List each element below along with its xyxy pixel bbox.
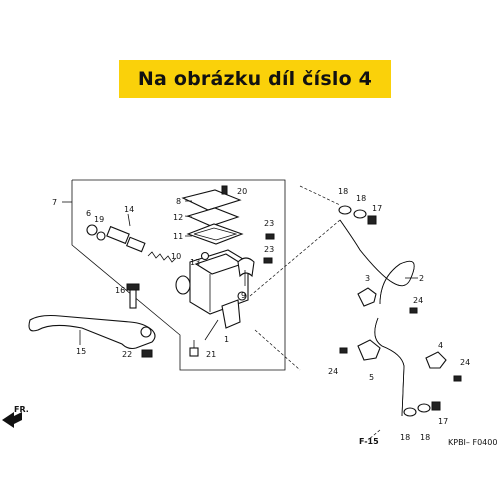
bolt-23a <box>265 233 275 240</box>
label-11: 11 <box>173 232 183 241</box>
screw-20 <box>221 185 228 195</box>
label-10: 10 <box>171 252 181 261</box>
bolt-24c <box>453 375 462 382</box>
washer-18a <box>338 205 352 215</box>
assembly-boundary <box>71 179 286 371</box>
ref-line-f15 <box>367 429 381 441</box>
diagram-code: KPBI– F0400 <box>448 438 497 447</box>
label-21: 21 <box>206 350 216 359</box>
part-number-banner: Na obrázku díl číslo 4 <box>119 60 391 98</box>
label-18d: 18 <box>420 433 430 442</box>
label-23a: 23 <box>264 219 274 228</box>
diaphragm <box>186 223 244 245</box>
diaphragm-plate <box>186 207 240 227</box>
banner-text: Na obrázku díl číslo 4 <box>137 68 373 90</box>
front-label: FR. <box>14 405 29 414</box>
hose-clamp-3 <box>357 287 377 307</box>
diaphragm-rim <box>193 227 238 241</box>
front-arrow-icon <box>2 412 22 428</box>
label-8: 8 <box>176 197 181 206</box>
lever-pivot <box>140 326 152 338</box>
pivot-bolt <box>129 287 137 309</box>
label-23b: 23 <box>264 245 274 254</box>
label-18c: 18 <box>400 433 410 442</box>
label-19: 19 <box>94 215 104 224</box>
label-18b: 18 <box>356 194 366 203</box>
brake-lever <box>28 314 156 350</box>
label-14: 14 <box>124 205 134 214</box>
washer-13 <box>200 251 210 261</box>
brake-hose-upper-inner <box>339 219 415 305</box>
brake-hose-lower <box>374 317 405 417</box>
washer-18b <box>353 209 367 219</box>
label-4: 4 <box>438 341 443 350</box>
lever-bracket <box>221 299 241 329</box>
bolt-24b <box>339 347 348 354</box>
label-24b: 24 <box>328 367 338 376</box>
label-1: 1 <box>224 335 229 344</box>
washer-18c <box>403 407 417 417</box>
nut-22 <box>141 349 153 358</box>
clip-19 <box>96 231 106 241</box>
boot-6 <box>86 224 98 236</box>
bolt-23b <box>263 257 273 264</box>
label-15: 15 <box>76 347 86 356</box>
reference-label: F-15 <box>359 437 379 446</box>
hose-port <box>237 291 247 301</box>
label-22: 22 <box>122 350 132 359</box>
stop-switch <box>189 347 199 357</box>
hose-clamp-5 <box>357 339 381 361</box>
front-direction-marker: FR. <box>2 405 29 428</box>
bolt-24a <box>409 307 418 314</box>
brake-hose-lower-inner <box>374 317 405 417</box>
handlebar-holder <box>237 257 255 278</box>
leader-14 <box>127 213 131 227</box>
label-12: 12 <box>173 213 183 222</box>
label-24c: 24 <box>460 358 470 367</box>
label-18a: 18 <box>338 187 348 196</box>
label-5: 5 <box>369 373 374 382</box>
leader-12 <box>184 215 193 218</box>
ref-line-c <box>254 329 301 371</box>
label-7: 7 <box>52 198 57 207</box>
leader-1 <box>204 319 219 341</box>
banjo-bolt-17b <box>431 401 441 411</box>
label-9: 9 <box>241 291 246 300</box>
brake-hose-upper <box>339 219 415 305</box>
washer-18d <box>417 403 431 413</box>
label-17a: 17 <box>372 204 382 213</box>
reservoir-cap <box>181 189 242 211</box>
label-2: 2 <box>419 274 424 283</box>
banjo-bolt-17a <box>367 215 377 225</box>
label-16: 16 <box>115 286 125 295</box>
label-3: 3 <box>365 274 370 283</box>
pivot-bolt-head <box>126 283 140 291</box>
hose-clamp-6 <box>425 351 447 369</box>
label-17b: 17 <box>438 417 448 426</box>
label-13: 13 <box>190 258 200 267</box>
label-24a: 24 <box>413 296 423 305</box>
piston-set <box>106 225 177 263</box>
label-6: 6 <box>86 209 91 218</box>
label-20: 20 <box>237 187 247 196</box>
cylinder-bore <box>175 275 191 295</box>
ref-line-b <box>299 185 341 206</box>
